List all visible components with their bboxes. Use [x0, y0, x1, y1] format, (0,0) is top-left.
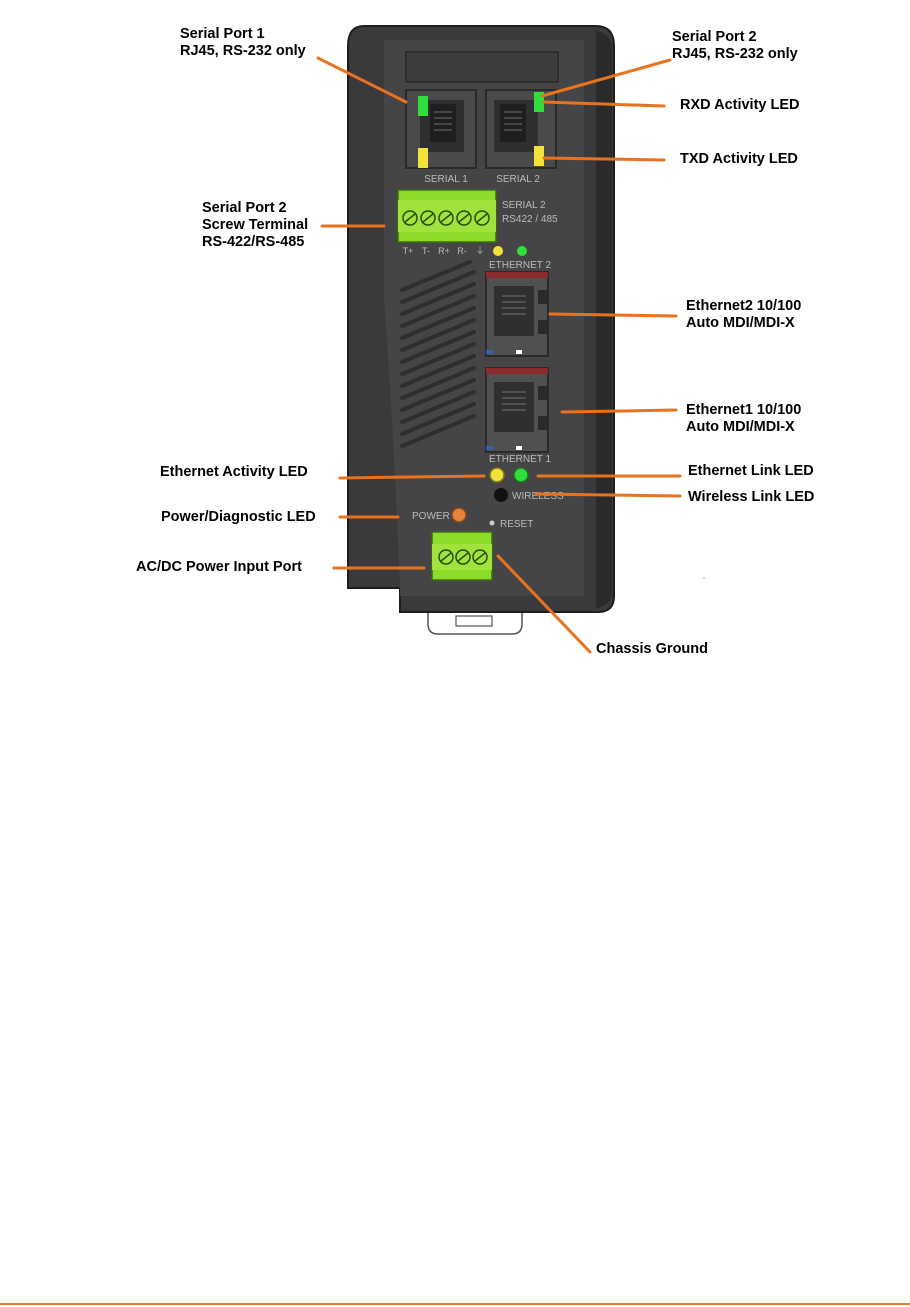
- leader-eth1: [560, 408, 678, 414]
- din-rail-slot: [455, 615, 493, 627]
- callout-ethernet-activity-led: Ethernet Activity LED: [160, 464, 308, 481]
- eth2-activity-led: [493, 246, 503, 256]
- callout-line: RJ45, RS-232 only: [672, 46, 798, 62]
- callout-ethernet-link-led: Ethernet Link LED: [688, 463, 814, 480]
- callout-line: RXD Activity LED: [680, 97, 800, 113]
- callout-ethernet2: Ethernet2 10/100 Auto MDI/MDI-X: [686, 298, 801, 332]
- ethernet2-port: [485, 271, 549, 357]
- terminal-subtitle: RS422 / 485: [502, 214, 558, 225]
- terminal-pin-label: R-: [457, 246, 467, 256]
- callout-line: Auto MDI/MDI-X: [686, 419, 795, 435]
- housing-front-panel: [384, 40, 584, 596]
- serial-port-1: [405, 89, 477, 169]
- terminal-pin-labels: T+ T- R+ R- ⏚: [403, 246, 485, 256]
- serial2-txd-led: [534, 146, 544, 166]
- vent-grille: [400, 260, 476, 448]
- leader-chassis: [496, 554, 592, 654]
- leader-lines: [316, 56, 682, 654]
- terminal-pin-label: R+: [438, 246, 450, 256]
- serial2-label: SERIAL 2: [496, 174, 540, 185]
- terminal-pin-label: T+: [403, 246, 414, 256]
- callout-line: RJ45, RS-232 only: [180, 43, 306, 59]
- callout-line: Chassis Ground: [596, 641, 708, 657]
- reset-button[interactable]: [489, 520, 495, 526]
- serial1-label: SERIAL 1: [424, 174, 468, 185]
- leader-txd: [542, 156, 666, 162]
- serial2-rxd-led: [534, 92, 544, 112]
- wireless-label: WIRELESS: [512, 491, 564, 502]
- terminal-title: SERIAL 2: [502, 200, 546, 211]
- housing-side-panel: [592, 30, 612, 608]
- callout-line: Screw Terminal: [202, 217, 309, 233]
- callout-line: Ethernet Link LED: [688, 463, 814, 479]
- power-led: [451, 507, 467, 523]
- leader-serial2: [540, 58, 672, 98]
- callout-rxd-led: RXD Activity LED: [680, 97, 800, 114]
- ethernet1-port: [485, 367, 549, 453]
- callout-line: Serial Port 2: [202, 200, 287, 216]
- serial1-txd-led: [418, 148, 428, 168]
- callout-power-input-port: AC/DC Power Input Port: [136, 559, 302, 576]
- callout-line: Serial Port 2: [672, 29, 757, 45]
- callout-screw-terminal: Serial Port 2 Screw Terminal RS-422/RS-4…: [202, 200, 308, 251]
- footer-rule: [0, 1303, 910, 1305]
- ethernet1-label: ETHERNET 1: [489, 454, 551, 465]
- callout-line: AC/DC Power Input Port: [136, 559, 302, 575]
- callout-ethernet1: Ethernet1 10/100 Auto MDI/MDI-X: [686, 402, 801, 436]
- callout-line: Power/Diagnostic LED: [161, 509, 316, 525]
- callout-wireless-link-led: Wireless Link LED: [688, 489, 814, 506]
- housing-screw-dot: [703, 577, 705, 579]
- power-label: POWER: [412, 511, 450, 522]
- label-recess: [405, 51, 559, 83]
- callout-line: Serial Port 1: [180, 26, 265, 42]
- leader-eth2: [548, 312, 678, 318]
- terminal-pin-label: T-: [422, 246, 430, 256]
- callout-line: RS-422/RS-485: [202, 234, 305, 250]
- leader-serial1: [316, 56, 408, 104]
- callout-line: Ethernet1 10/100: [686, 402, 802, 418]
- callout-serial-port-1: Serial Port 1 RJ45, RS-232 only: [180, 26, 306, 60]
- serial2-screw-terminal: [397, 189, 497, 243]
- terminal-pin-label: ⏚: [475, 246, 484, 256]
- eth-activity-led: [489, 467, 505, 483]
- leader-wireless: [534, 492, 682, 498]
- callout-chassis-ground: Chassis Ground: [596, 641, 708, 658]
- callout-power-diagnostic-led: Power/Diagnostic LED: [161, 509, 316, 526]
- wireless-led: [494, 488, 508, 502]
- power-input-terminal: [431, 531, 493, 581]
- callout-line: Auto MDI/MDI-X: [686, 315, 795, 331]
- callout-line: TXD Activity LED: [680, 151, 798, 167]
- callout-line: Ethernet2 10/100: [686, 298, 802, 314]
- callout-txd-led: TXD Activity LED: [680, 151, 798, 168]
- callout-serial-port-2: Serial Port 2 RJ45, RS-232 only: [672, 29, 798, 63]
- serial1-rxd-led: [418, 96, 428, 116]
- callout-line: Ethernet Activity LED: [160, 464, 308, 480]
- leader-rxd: [542, 100, 666, 108]
- ethernet2-label: ETHERNET 2: [489, 260, 551, 271]
- eth-link-led: [513, 467, 529, 483]
- eth2-link-led: [517, 246, 527, 256]
- leader-eth-activity: [338, 474, 486, 480]
- callout-line: Wireless Link LED: [688, 489, 815, 505]
- din-rail-clip: [427, 611, 523, 635]
- reset-label: RESET: [500, 519, 533, 530]
